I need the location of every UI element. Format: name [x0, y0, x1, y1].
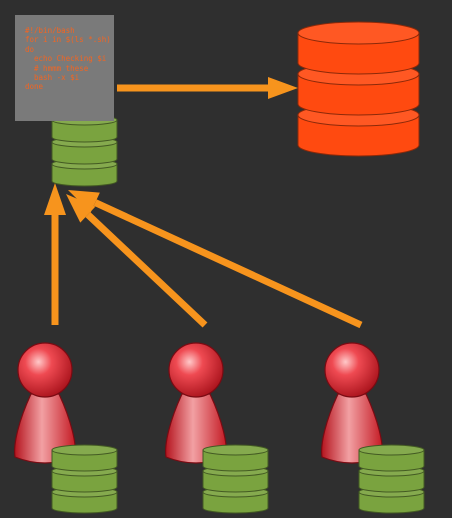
user-database-icon — [202, 444, 269, 514]
user-database-icon — [358, 444, 425, 514]
script-line: # hmmm these — [25, 63, 89, 73]
database-disk — [51, 444, 118, 472]
database-disk — [358, 444, 425, 472]
user-head — [168, 342, 224, 398]
user-body — [321, 393, 383, 464]
database-disk — [297, 21, 420, 75]
user-head — [17, 342, 73, 398]
script-line: for i in $(ls *.sh) — [25, 35, 111, 45]
user-icon — [14, 342, 76, 464]
script-line: do — [25, 44, 35, 54]
script-box: #!/bin/bash for i in $(ls *.sh) do echo … — [15, 15, 114, 121]
script-line: echo Checking $i — [25, 54, 107, 64]
central-database-icon — [297, 21, 420, 157]
user-head — [324, 342, 380, 398]
user-icon — [165, 342, 227, 464]
user-body — [14, 393, 76, 464]
arrow — [44, 183, 66, 325]
script-line: bash -x $i — [25, 73, 80, 83]
script-line: #!/bin/bash — [25, 26, 75, 35]
arrows-layer — [44, 77, 363, 329]
user-body — [165, 393, 227, 464]
script-line: done — [25, 82, 44, 92]
arrow — [68, 190, 363, 329]
users-layer — [14, 342, 425, 514]
user-database-icon — [51, 444, 118, 514]
user-icon — [321, 342, 383, 464]
arrow — [117, 77, 298, 99]
arrow — [66, 194, 208, 328]
script-host-database-icon — [51, 114, 118, 187]
database-disk — [202, 444, 269, 472]
